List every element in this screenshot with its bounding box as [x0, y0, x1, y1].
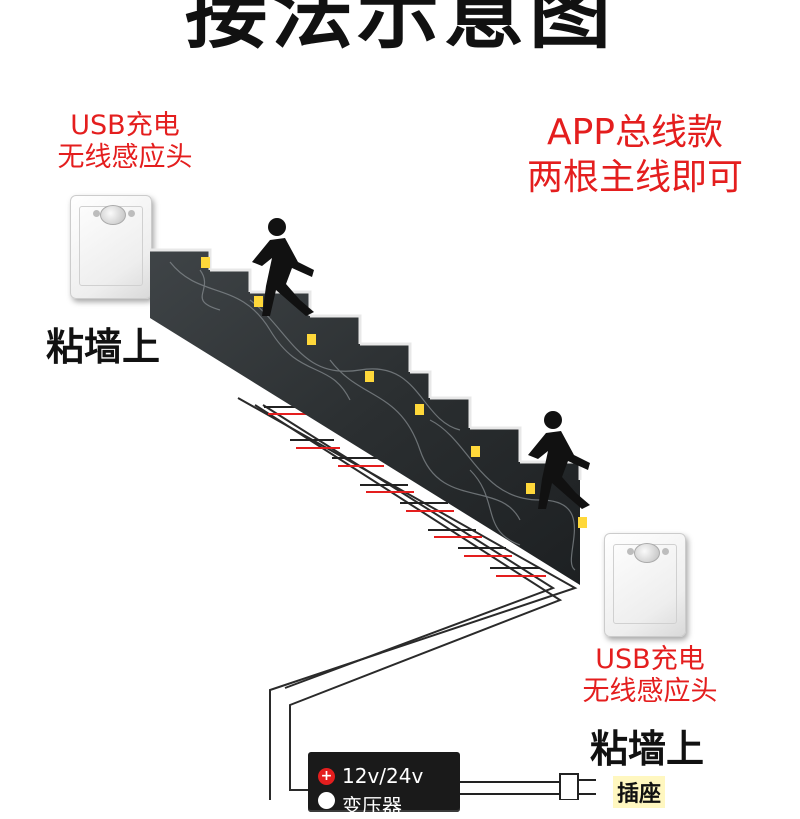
left-sensor-icon: [70, 195, 152, 299]
app-note-line1: APP总线款: [546, 112, 724, 153]
bus-wires: [264, 406, 546, 577]
page-title: 接法示意图: [184, 0, 615, 60]
app-note: APP总线款 两根主线即可: [500, 110, 770, 200]
power-supply: + 12v/24v 变压器: [308, 752, 460, 818]
led-step-lights: [201, 257, 587, 528]
staircase: [150, 250, 580, 585]
left-sensor-label-line1: USB充电: [70, 110, 180, 141]
plug-icon: [460, 773, 596, 800]
right-sensor-label-line1: USB充电: [595, 644, 705, 675]
stair-wiring-diagram: [150, 218, 596, 800]
right-mount-label: 粘墙上: [590, 727, 705, 771]
plus-terminal-icon: +: [318, 768, 335, 785]
left-mount-label: 粘墙上: [46, 325, 161, 369]
right-sensor-icon: [604, 533, 686, 637]
right-sensor-label-line2: 无线感应头: [582, 676, 718, 708]
psu-voltage: 12v/24v: [342, 764, 424, 788]
app-note-line2: 两根主线即可: [526, 157, 743, 198]
walking-person-icon: [528, 411, 590, 509]
left-sensor-label-line2: 无线感应头: [57, 142, 193, 174]
walking-person-icon: [252, 218, 314, 316]
psu-name: 变压器: [342, 794, 402, 818]
left-sensor-label: USB充电 无线感应头: [40, 110, 210, 175]
minus-terminal-icon: [318, 792, 335, 809]
socket-label: 插座: [613, 776, 666, 808]
right-sensor-label: USB充电 无线感应头: [560, 644, 740, 709]
